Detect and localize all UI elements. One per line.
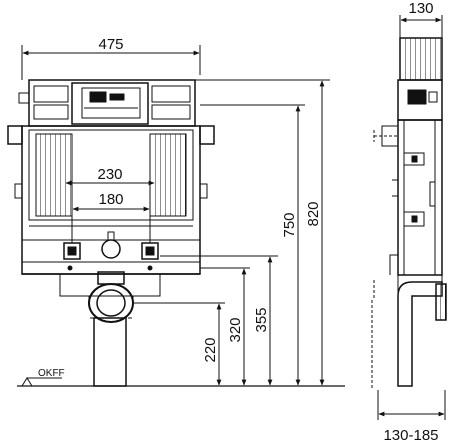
water-inlet [101,239,121,259]
dim-frame-width: 475 [21,36,201,80]
dim-label-height-frame: 750 [281,212,298,237]
okff-label: OKFF [38,368,65,379]
dim-label-inlet-spacing: 180 [98,191,123,208]
side-flush-plate [399,37,443,81]
drain-pipe [93,317,127,387]
flush-control-box [71,82,149,125]
dim-label-height-total: 820 [305,201,322,226]
dim-label-height-220: 220 [202,337,219,362]
dim-label-tank-width: 230 [97,166,122,183]
dim-height-320: 320 [200,267,250,386]
tank-ribs-right [149,133,187,217]
side-frame [397,119,443,276]
dim-label-depth-bottom: 130-185 [383,427,438,444]
dim-label-height-355: 355 [253,307,270,332]
dim-tank-width: 230 [65,165,155,186]
floor-marker: OKFF [21,368,65,387]
dim-height-220: 220 [134,302,225,386]
dim-label-frame-width: 475 [98,36,123,53]
side-view [371,15,447,420]
dim-label-depth-top: 130 [408,0,433,17]
dim-inlet-spacing: 180 [71,190,151,243]
front-view [7,79,345,387]
dim-height-frame: 750 [200,104,305,386]
dim-label-height-320: 320 [227,317,244,342]
side-drain-bend [397,281,443,387]
tank-ribs-left [35,133,73,217]
dim-height-355: 355 [160,255,278,386]
dim-height-total: 820 [195,79,330,386]
